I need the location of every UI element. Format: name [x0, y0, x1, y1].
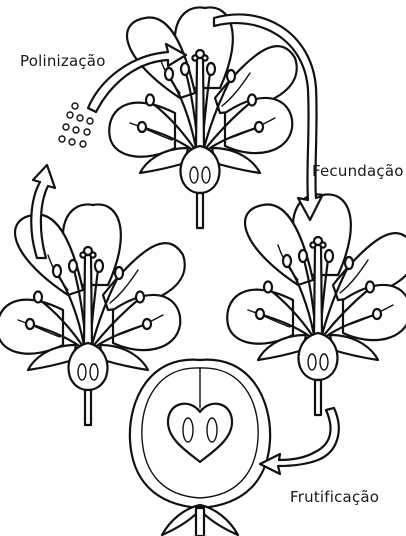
label-fertilization: Fecundação: [312, 162, 404, 180]
pollen-grains: [59, 103, 93, 147]
fruit-cross-section: [130, 360, 270, 536]
label-pollination: Polinização: [20, 52, 106, 70]
arrow-right-to-fruit: [260, 408, 339, 474]
flower-top: [109, 7, 296, 228]
label-fruiting: Frutificação: [290, 488, 379, 506]
